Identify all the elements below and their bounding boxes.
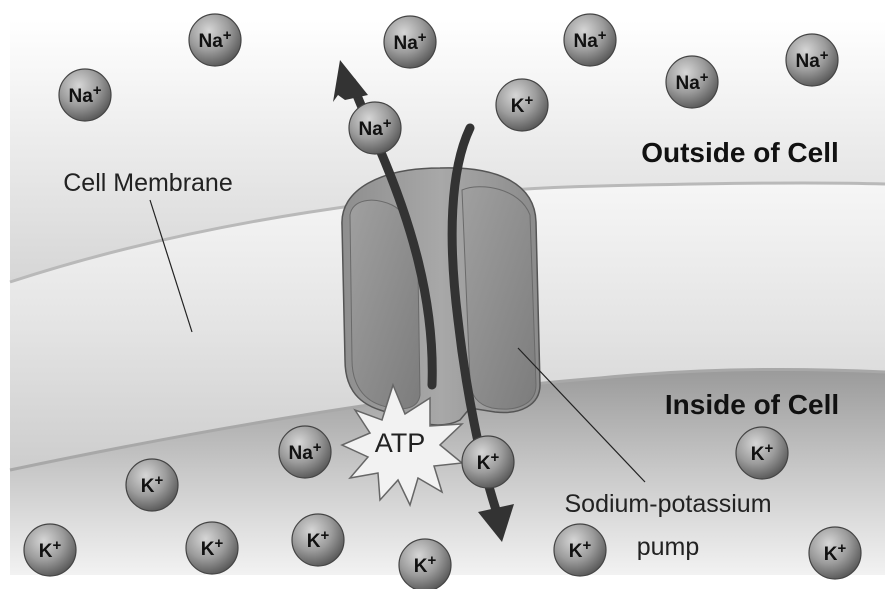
ion-charge: + (52, 537, 61, 554)
potassium-ion-inside: K+ (186, 522, 238, 574)
potassium-ion-inside: K+ (126, 459, 178, 511)
potassium-ion-inside: K+ (554, 524, 606, 576)
ion-charge: + (837, 540, 846, 557)
potassium-ion-inside: K+ (399, 539, 451, 589)
ion-charge: + (820, 47, 829, 64)
pump-label-line2: pump (637, 533, 700, 561)
pump-label-line1: Sodium-potassium (564, 490, 771, 518)
sodium-ion-outside: Na+ (189, 14, 241, 66)
inside-of-cell-label: Inside of Cell (665, 389, 839, 420)
ion-charge: + (700, 69, 709, 86)
ion-charge: + (320, 527, 329, 544)
ion-charge: + (383, 115, 392, 132)
ion-charge: + (427, 552, 436, 569)
sodium-ion-outside: Na+ (786, 34, 838, 86)
ion-charge: + (524, 92, 533, 109)
sodium-ion-channel: Na+ (349, 102, 401, 154)
sodium-ion-outside: Na+ (59, 69, 111, 121)
ion-charge: + (93, 82, 102, 99)
potassium-ion-inside: K+ (24, 524, 76, 576)
ion-charge: + (214, 535, 223, 552)
ion-charge: + (764, 440, 773, 457)
sodium-ion-inside: Na+ (279, 426, 331, 478)
ion-charge: + (490, 449, 499, 466)
cell-membrane-label: Cell Membrane (63, 169, 233, 197)
potassium-ion-inside: K+ (809, 527, 861, 579)
ion-charge: + (598, 27, 607, 44)
potassium-ion-channel: K+ (462, 436, 514, 488)
potassium-ion-inside: K+ (292, 514, 344, 566)
outside-of-cell-label: Outside of Cell (641, 137, 839, 168)
ion-charge: + (313, 439, 322, 456)
ion-charge: + (418, 29, 427, 46)
potassium-ion-inside: K+ (736, 427, 788, 479)
ion-charge: + (154, 472, 163, 489)
sodium-ion-outside: Na+ (564, 14, 616, 66)
pump-subunit-right (462, 187, 536, 409)
sodium-ion-outside: Na+ (666, 56, 718, 108)
ion-charge: + (582, 537, 591, 554)
sodium-ion-outside: Na+ (384, 16, 436, 68)
ion-charge: + (223, 27, 232, 44)
potassium-ion-outside: K+ (496, 79, 548, 131)
atp-label: ATP (375, 428, 426, 458)
